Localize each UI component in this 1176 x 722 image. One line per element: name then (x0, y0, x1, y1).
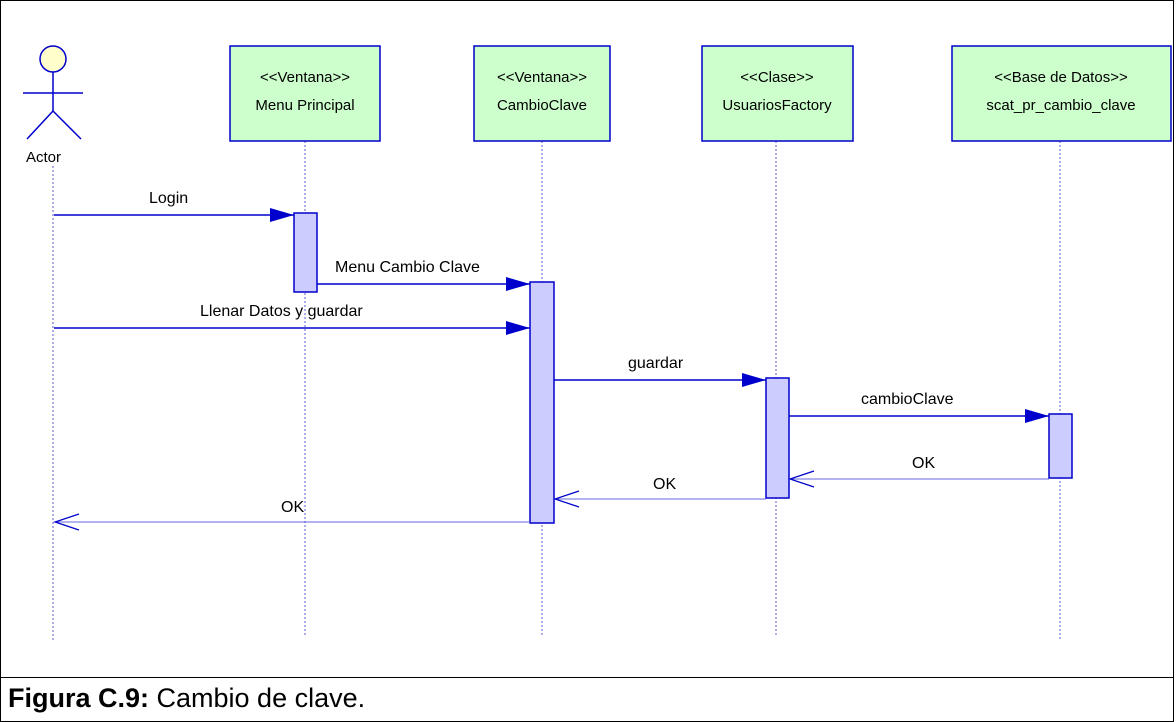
activation-base-datos (1048, 413, 1073, 479)
participant-stereotype: <<Ventana>> (260, 69, 350, 86)
message-label: OK (281, 499, 304, 516)
participant-name: scat_pr_cambio_clave (986, 97, 1135, 114)
message-label: OK (912, 455, 935, 472)
actor: Actor (23, 45, 83, 166)
sequence-diagram: Actor <<Ventana>> Menu Principal <<Venta… (23, 45, 1172, 641)
message-label: Llenar Datos y guardar (200, 303, 363, 320)
participant-stereotype: <<Clase>> (740, 69, 814, 86)
participant-name: Menu Principal (255, 97, 354, 114)
message-label: OK (653, 476, 676, 493)
caption-text: Cambio de clave. (149, 683, 366, 713)
activation-bars (293, 212, 1073, 524)
message-label: cambioClave (861, 391, 954, 408)
message-label: Login (149, 190, 188, 207)
caption-prefix: Figura C.9: (8, 683, 150, 713)
message-label: guardar (628, 355, 684, 372)
activation-usuarios-factory (765, 377, 790, 499)
participant-name: UsuariosFactory (722, 97, 832, 114)
actor-label: Actor (26, 149, 61, 166)
participant-stereotype: <<Base de Datos>> (994, 69, 1128, 86)
participant-menu-principal: <<Ventana>> Menu Principal (229, 45, 381, 142)
figure-caption: Figura C.9: Cambio de clave. (8, 683, 365, 713)
actor-head-icon (39, 45, 67, 73)
return-ok-factory-arrowhead (553, 490, 580, 508)
return-ok-actor-arrowhead (53, 513, 80, 531)
activation-cambio-clave (529, 281, 555, 524)
activation-menu-principal (293, 212, 318, 293)
participant-usuarios-factory: <<Clase>> UsuariosFactory (701, 45, 854, 142)
message-label: Menu Cambio Clave (335, 259, 480, 276)
return-ok-db-arrowhead (788, 470, 815, 488)
caption-box: Figura C.9: Cambio de clave. (0, 677, 1174, 722)
lifelines (52, 141, 1061, 641)
participant-name: CambioClave (497, 97, 587, 114)
participant-cambio-clave: <<Ventana>> CambioClave (473, 45, 611, 142)
diagram-frame: Actor <<Ventana>> Menu Principal <<Venta… (0, 0, 1174, 678)
participant-base-datos: <<Base de Datos>> scat_pr_cambio_clave (951, 45, 1172, 142)
participant-stereotype: <<Ventana>> (497, 69, 587, 86)
